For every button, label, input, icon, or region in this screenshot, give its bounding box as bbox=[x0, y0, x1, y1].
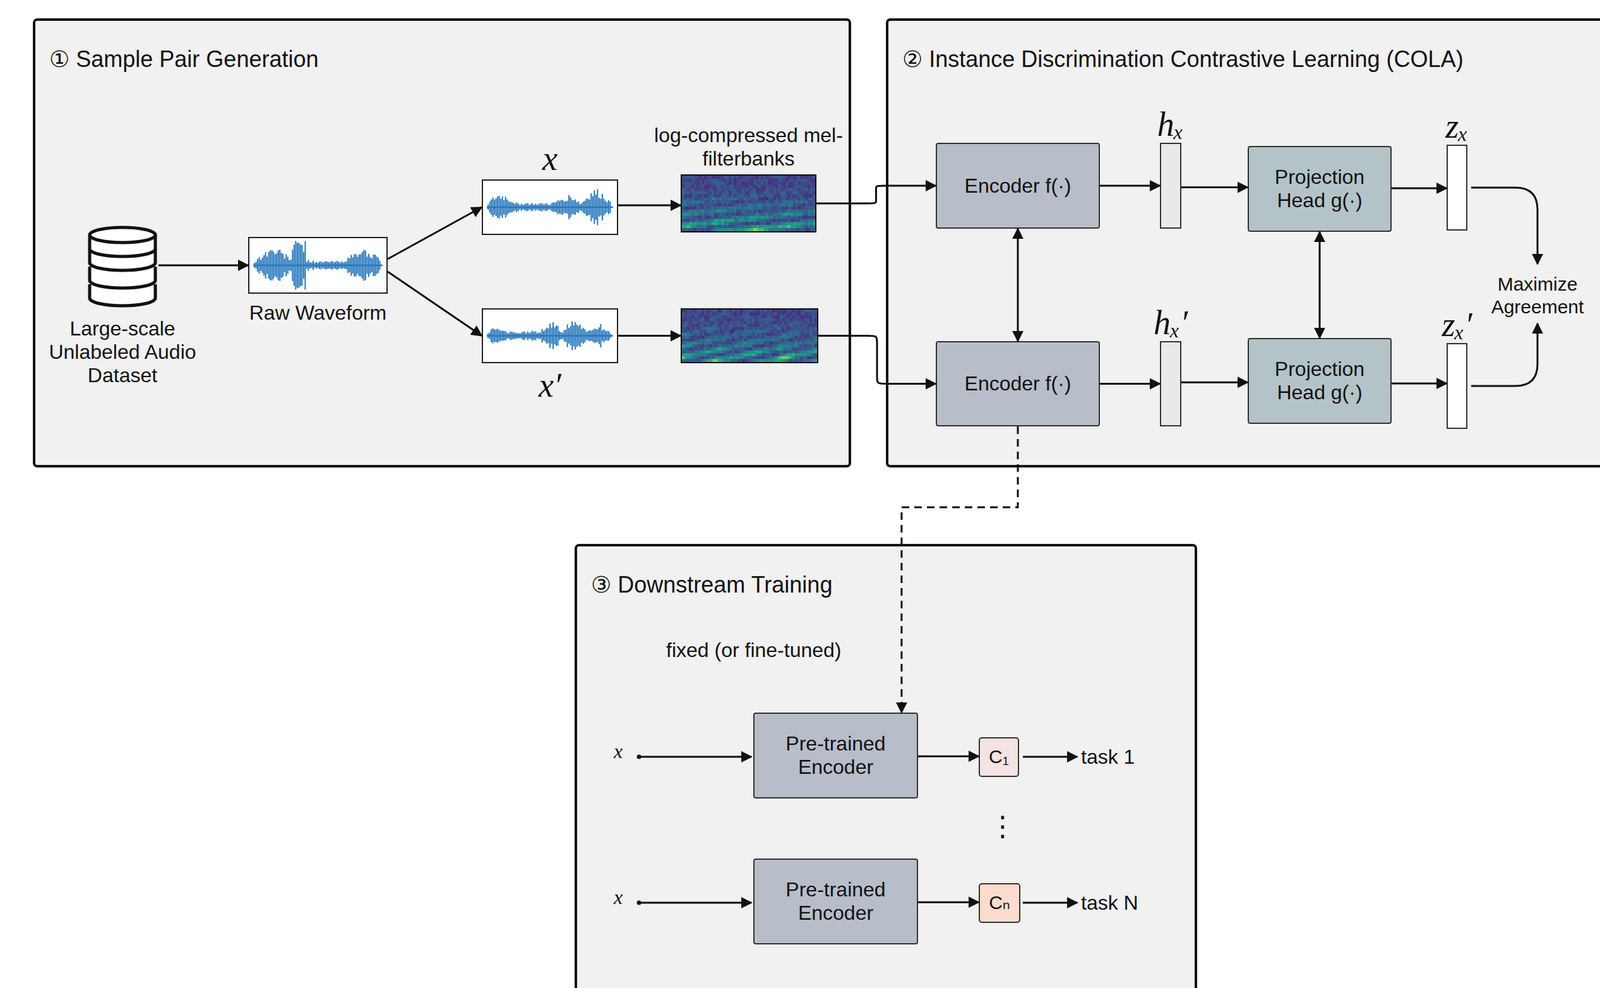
flow-arrow bbox=[618, 204, 681, 207]
panel-heading: ① Sample Pair Generation bbox=[35, 20, 849, 72]
agreement-arrow bbox=[1471, 323, 1538, 386]
waveform-box: Raw Waveform bbox=[248, 236, 388, 294]
box-label: Raw Waveform bbox=[249, 301, 388, 325]
box-label: Projection Head g(·) bbox=[1248, 357, 1391, 405]
math-label: zₓ′ bbox=[1441, 307, 1472, 342]
classifier-box: C₁ bbox=[978, 736, 1020, 777]
database-icon: Large-scale Unlabeled Audio Dataset bbox=[86, 222, 159, 309]
spectrogram-illustration bbox=[681, 175, 816, 232]
box-label: Pre-trained Encoder bbox=[754, 731, 917, 779]
box-label: Large-scale Unlabeled Audio Dataset bbox=[40, 316, 205, 387]
feature-bar: hₓ′ bbox=[1159, 340, 1182, 427]
input-label: x bbox=[613, 884, 623, 909]
output-arrow bbox=[1022, 901, 1078, 904]
panel-heading: ③ Downstream Training bbox=[577, 546, 1195, 598]
flow-arrow bbox=[1099, 382, 1160, 385]
flow-arrow bbox=[1319, 231, 1321, 338]
classifier-box: Cₙ bbox=[978, 882, 1021, 923]
flow-arrow bbox=[387, 207, 482, 259]
flow-arrow bbox=[1181, 381, 1248, 384]
agreement-arrow bbox=[1471, 187, 1538, 264]
agreement-label: Maximize Agreement bbox=[1480, 272, 1595, 319]
transfer-connector bbox=[901, 426, 1018, 713]
waveform-illustration bbox=[483, 309, 617, 362]
task-label: task N bbox=[1080, 890, 1139, 915]
math-label: hₓ′ bbox=[1153, 305, 1188, 340]
panel: Large-scale Unlabeled Audio DatasetRaw W… bbox=[32, 18, 852, 468]
database-icon bbox=[86, 222, 159, 309]
flow-arrow bbox=[618, 334, 681, 337]
input-arrow bbox=[638, 755, 752, 758]
box-label: Projection Head g(·) bbox=[1248, 165, 1391, 213]
note-label: fixed (or fine-tuned) bbox=[666, 637, 842, 662]
input-label: x bbox=[613, 738, 623, 763]
task-label: task 1 bbox=[1080, 744, 1135, 769]
waveform-illustration bbox=[249, 238, 387, 293]
box-label: Cₙ bbox=[982, 891, 1017, 914]
math-label: zₓ bbox=[1445, 109, 1469, 144]
flow-arrow bbox=[818, 335, 936, 384]
encoder-box: Encoder f(·) bbox=[935, 340, 1100, 427]
flow-arrow bbox=[816, 185, 936, 204]
math-label: x bbox=[542, 141, 558, 176]
flow-arrow bbox=[918, 901, 979, 903]
box-label: log-compressed mel-filterbanks bbox=[647, 123, 850, 171]
flow-arrow bbox=[158, 264, 249, 267]
box-label: Pre-trained Encoder bbox=[754, 877, 917, 925]
embedding-bar: zₓ′ bbox=[1446, 342, 1468, 429]
flow-arrow bbox=[1181, 186, 1248, 189]
box-label: C₁ bbox=[982, 745, 1016, 768]
input-arrow bbox=[638, 901, 752, 904]
embedding-bar: zₓ bbox=[1446, 144, 1468, 231]
math-label: hₓ bbox=[1157, 107, 1184, 142]
spectrogram-box: log-compressed mel-filterbanks bbox=[680, 174, 817, 233]
flow-arrow bbox=[918, 755, 979, 758]
flow-arrow bbox=[1099, 185, 1160, 187]
ellipsis-label: ⋮ bbox=[988, 809, 1017, 843]
panel-heading: ② Instance Discrimination Contrastive Le… bbox=[888, 20, 1600, 72]
box-label: Encoder f(·) bbox=[958, 371, 1078, 396]
output-arrow bbox=[1022, 755, 1078, 758]
encoder-box: Encoder f(·) bbox=[935, 142, 1100, 229]
box-label: Encoder f(·) bbox=[958, 174, 1078, 198]
projection-box: Projection Head g(·) bbox=[1247, 337, 1392, 424]
math-label: x′ bbox=[538, 368, 562, 403]
waveform-box: x′ bbox=[481, 308, 619, 364]
flow-arrow bbox=[1017, 228, 1020, 341]
spectrogram-illustration bbox=[681, 309, 818, 362]
flow-arrow bbox=[1391, 382, 1447, 385]
projection-box: Projection Head g(·) bbox=[1247, 145, 1392, 232]
feature-bar: hₓ bbox=[1159, 142, 1182, 229]
waveform-box: x bbox=[481, 179, 619, 235]
spectrogram-box bbox=[680, 308, 819, 364]
panel: Encoder f(·)hₓProjection Head g(·)zₓEnco… bbox=[885, 18, 1600, 468]
flow-arrow bbox=[387, 271, 482, 336]
flow-arrow bbox=[1391, 187, 1447, 190]
waveform-illustration bbox=[483, 180, 617, 234]
pretrained-encoder-box: Pre-trained Encoder bbox=[753, 858, 919, 944]
pretrained-encoder-box: Pre-trained Encoder bbox=[753, 712, 919, 799]
